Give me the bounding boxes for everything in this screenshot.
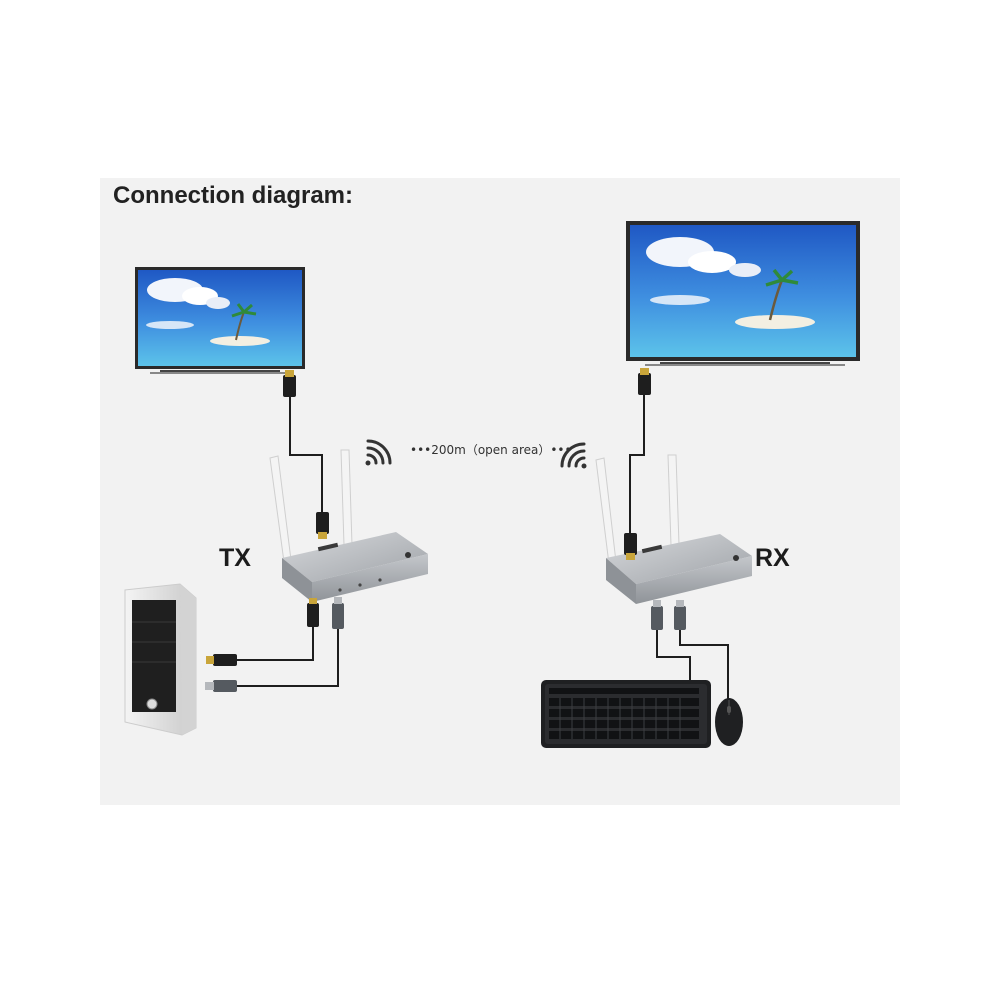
tx-label: TX <box>219 544 251 572</box>
monitor-icon-rx <box>626 221 860 366</box>
usb-plug-icon-rx <box>651 600 686 630</box>
monitor-icon-tx <box>135 267 305 374</box>
rx-label: RX <box>755 544 790 572</box>
usb-plug-icon <box>205 597 344 692</box>
mouse-icon <box>715 698 743 746</box>
pc-tower-icon <box>124 583 197 736</box>
hdmi-cable-tx <box>289 395 323 515</box>
tx-output-cables <box>237 625 339 687</box>
rx-usb-cables <box>656 628 729 700</box>
wifi-signal-icon-rx <box>560 442 587 469</box>
tx-extender-device <box>269 449 428 602</box>
hdmi-plug-icon-rx <box>624 368 651 560</box>
diagram-title: Connection diagram: <box>113 182 354 209</box>
keyboard-icon <box>541 680 711 748</box>
rx-extender-device <box>595 454 752 604</box>
hdmi-cable-rx <box>629 395 645 535</box>
distance-label: •••200m（open area）••• <box>410 443 572 457</box>
wifi-signal-icon <box>365 439 392 466</box>
hdmi-plug-icon <box>283 370 329 539</box>
